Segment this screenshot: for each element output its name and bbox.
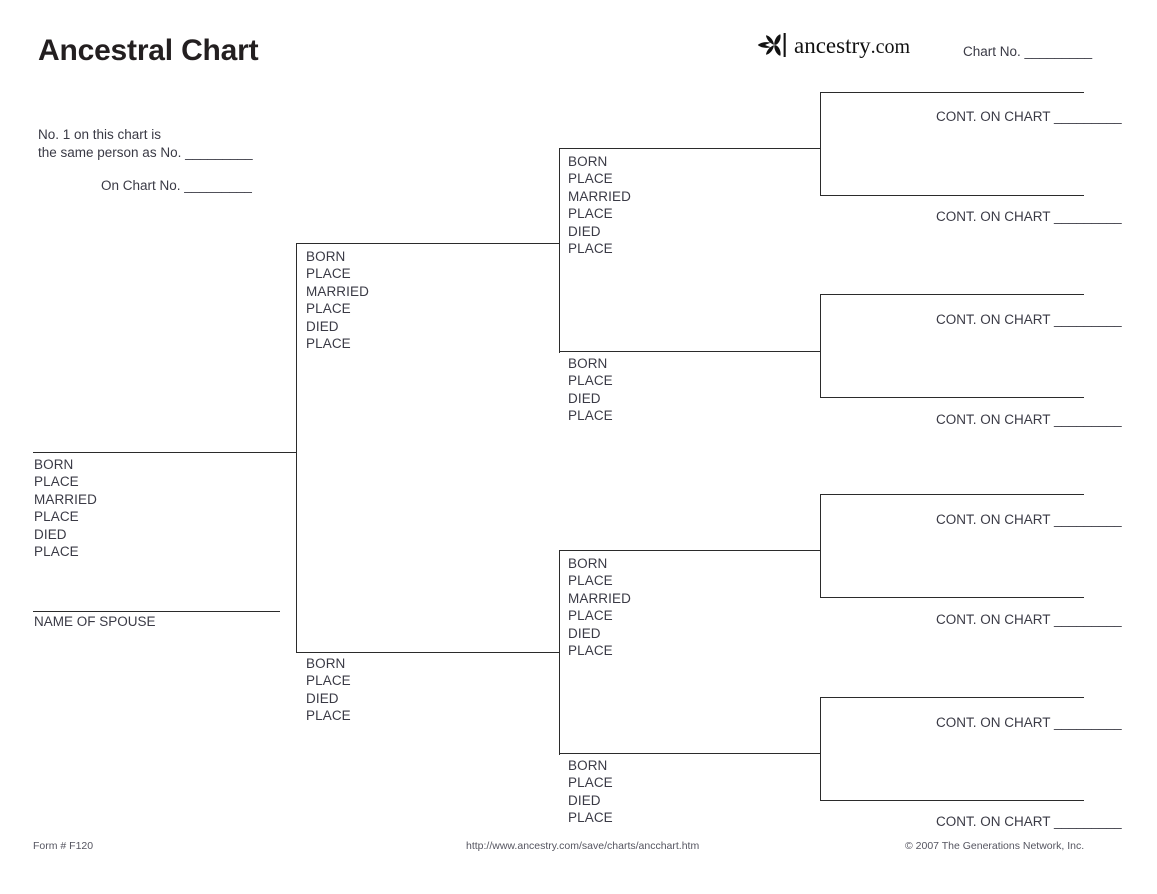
chart-cross-reference-note: No. 1 on this chart is the same person a…	[38, 126, 253, 195]
person-4-name-line[interactable]	[559, 148, 821, 149]
field-place: PLACE	[568, 241, 613, 257]
person-6-fields: BORN PLACE MARRIED PLACE DIED PLACE	[568, 555, 631, 659]
ancestry-logo-text: ancestry.com	[794, 34, 910, 57]
field-place: PLACE	[568, 206, 613, 222]
field-place: PLACE	[568, 608, 613, 624]
field-died: DIED	[568, 792, 601, 808]
field-born: BORN	[568, 356, 608, 371]
note-line-2[interactable]: the same person as No. _________	[38, 145, 253, 160]
person-10-cont-on-chart[interactable]: CONT. ON CHART _________	[936, 312, 1122, 327]
person-7-fields: BORN PLACE DIED PLACE	[568, 757, 613, 827]
field-place: PLACE	[306, 673, 351, 689]
person-12-name-line[interactable]	[820, 494, 1084, 495]
footer-copyright: © 2007 The Generations Network, Inc.	[905, 840, 1085, 852]
field-married: MARRIED	[306, 283, 369, 299]
field-died: DIED	[34, 526, 67, 542]
connector-gen3-bracket-3	[820, 494, 821, 598]
note-line-3[interactable]: On Chart No. _________	[101, 178, 252, 193]
person-11-name-line[interactable]	[820, 397, 1084, 398]
field-place: PLACE	[568, 373, 613, 389]
connector-gen1-bracket	[296, 243, 297, 653]
ancestry-logo: ancestry.com	[757, 30, 910, 60]
connector-gen1-to-gen2-stub	[280, 452, 297, 453]
person-14-cont-on-chart[interactable]: CONT. ON CHART _________	[936, 715, 1122, 730]
field-born: BORN	[568, 758, 608, 773]
connector-gen3-bracket-4	[820, 697, 821, 801]
field-place: PLACE	[568, 573, 613, 589]
field-place: PLACE	[306, 266, 351, 282]
person-14-name-line[interactable]	[820, 697, 1084, 698]
field-place: PLACE	[306, 336, 351, 352]
field-died: DIED	[568, 223, 601, 239]
connector-gen2-father-bracket	[559, 148, 560, 353]
field-born: BORN	[34, 457, 74, 472]
field-born: BORN	[568, 154, 608, 169]
ancestry-leaf-icon	[757, 33, 786, 57]
footer-url[interactable]: http://www.ancestry.com/save/charts/ancc…	[466, 840, 700, 852]
field-place: PLACE	[568, 408, 613, 424]
person-15-cont-on-chart[interactable]: CONT. ON CHART _________	[936, 814, 1122, 829]
person-3-fields: BORN PLACE DIED PLACE	[306, 655, 351, 725]
field-married: MARRIED	[34, 491, 97, 507]
person-9-cont-on-chart[interactable]: CONT. ON CHART _________	[936, 209, 1122, 224]
person-12-cont-on-chart[interactable]: CONT. ON CHART _________	[936, 512, 1122, 527]
field-married: MARRIED	[568, 188, 631, 204]
person-1-spouse-label: NAME OF SPOUSE	[34, 614, 156, 629]
person-8-name-line[interactable]	[820, 92, 1084, 93]
person-8-cont-on-chart[interactable]: CONT. ON CHART _________	[936, 109, 1122, 124]
page-title: Ancestral Chart	[38, 34, 259, 67]
person-1-fields: BORN PLACE MARRIED PLACE DIED PLACE	[34, 456, 97, 560]
field-place: PLACE	[34, 474, 79, 490]
field-died: DIED	[568, 390, 601, 406]
person-9-name-line[interactable]	[820, 195, 1084, 196]
field-died: DIED	[306, 690, 339, 706]
field-place: PLACE	[306, 708, 351, 724]
person-3-name-line[interactable]	[296, 652, 560, 653]
field-born: BORN	[306, 249, 346, 264]
person-6-name-line[interactable]	[559, 550, 821, 551]
person-11-cont-on-chart[interactable]: CONT. ON CHART _________	[936, 412, 1122, 427]
person-7-name-line[interactable]	[559, 753, 821, 754]
field-died: DIED	[306, 318, 339, 334]
field-place: PLACE	[568, 171, 613, 187]
person-4-fields: BORN PLACE MARRIED PLACE DIED PLACE	[568, 153, 631, 257]
person-2-fields: BORN PLACE MARRIED PLACE DIED PLACE	[306, 248, 369, 352]
connector-gen3-bracket-1	[820, 92, 821, 196]
field-place: PLACE	[34, 544, 79, 560]
person-1-name-line[interactable]	[33, 452, 296, 453]
field-born: BORN	[306, 656, 346, 671]
person-13-name-line[interactable]	[820, 597, 1084, 598]
person-2-name-line[interactable]	[296, 243, 560, 244]
person-5-fields: BORN PLACE DIED PLACE	[568, 355, 613, 425]
field-place: PLACE	[34, 509, 79, 525]
field-place: PLACE	[568, 775, 613, 791]
note-line-1: No. 1 on this chart is	[38, 127, 162, 142]
ancestry-logo-word: ancestry	[794, 32, 871, 58]
connector-gen3-bracket-2	[820, 294, 821, 398]
person-10-name-line[interactable]	[820, 294, 1084, 295]
person-15-name-line[interactable]	[820, 800, 1084, 801]
person-13-cont-on-chart[interactable]: CONT. ON CHART _________	[936, 612, 1122, 627]
field-place: PLACE	[568, 810, 613, 826]
footer-form-number: Form # F120	[33, 840, 94, 852]
connector-gen2-mother-bracket	[559, 550, 560, 755]
person-5-name-line[interactable]	[559, 351, 821, 352]
ancestry-logo-dotcom: .com	[870, 35, 911, 58]
field-born: BORN	[568, 556, 608, 571]
field-married: MARRIED	[568, 590, 631, 606]
chart-no-field[interactable]: Chart No. _________	[963, 44, 1093, 59]
field-place: PLACE	[306, 301, 351, 317]
person-1-spouse-line[interactable]	[33, 611, 280, 612]
field-place: PLACE	[568, 643, 613, 659]
field-died: DIED	[568, 625, 601, 641]
